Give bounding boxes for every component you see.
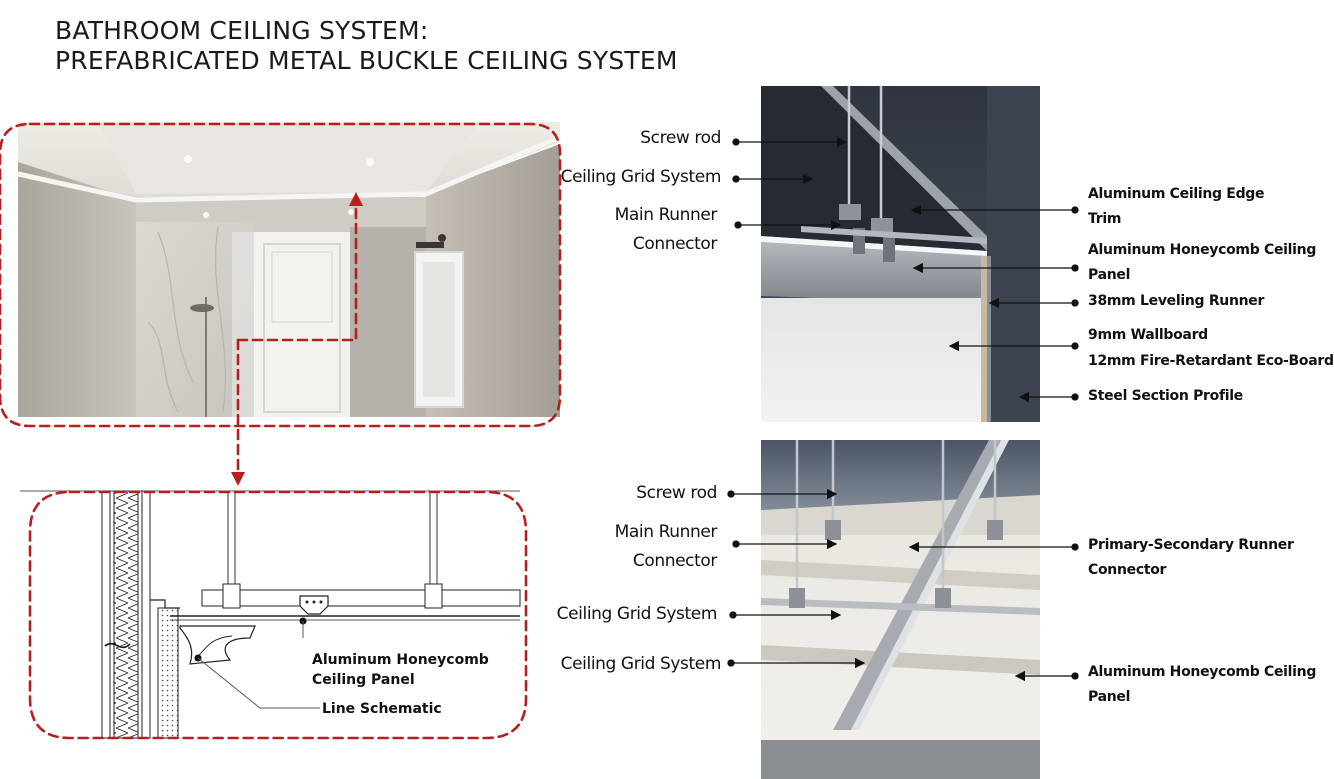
label-honeycomb-top-1: Aluminum Honeycomb Ceiling	[1088, 242, 1317, 258]
leader-lines	[727, 136, 1079, 682]
page-title-line-2: PREFABRICATED METAL BUCKLE CEILING SYSTE…	[55, 46, 678, 75]
top-detail-render	[761, 86, 1040, 422]
schematic-label-panel-1: Aluminum Honeycomb	[312, 652, 489, 668]
label-main-runner-top: Main Runner	[614, 205, 718, 225]
bottom-detail-render	[761, 440, 1040, 779]
label-connector-top: Connector	[632, 234, 717, 254]
label-honeycomb-bottom-2: Panel	[1088, 689, 1131, 705]
label-ceiling-grid-bottom-1: Ceiling Grid System	[556, 604, 718, 624]
label-edge-trim-1: Aluminum Ceiling Edge	[1088, 186, 1265, 202]
label-honeycomb-bottom-1: Aluminum Honeycomb Ceiling	[1088, 664, 1317, 680]
label-steel-profile: Steel Section Profile	[1088, 388, 1243, 404]
dashed-callout-frames	[0, 122, 562, 740]
label-eco-board: 12mm Fire-Retardant Eco-Board	[1088, 353, 1334, 369]
schematic-label-line: Line Schematic	[322, 701, 442, 717]
label-leveling-runner: 38mm Leveling Runner	[1088, 293, 1265, 309]
label-honeycomb-top-2: Panel	[1088, 267, 1131, 283]
schematic-label-panel-2: Ceiling Panel	[312, 672, 415, 688]
label-edge-trim-2: Trim	[1088, 211, 1122, 227]
label-wallboard: 9mm Wallboard	[1088, 327, 1208, 343]
label-primary-secondary-2: Connector	[1088, 562, 1167, 578]
label-ceiling-grid-bottom-2: Ceiling Grid System	[560, 654, 722, 674]
label-screw-rod-bottom: Screw rod	[636, 483, 717, 503]
label-screw-rod-top: Screw rod	[640, 128, 721, 148]
label-connector-bottom: Connector	[632, 551, 717, 571]
label-primary-secondary-1: Primary-Secondary Runner	[1088, 537, 1294, 553]
page-title-line-1: BATHROOM CEILING SYSTEM:	[55, 16, 429, 45]
label-ceiling-grid-top: Ceiling Grid System	[560, 167, 722, 187]
label-main-runner-bottom: Main Runner	[614, 522, 718, 542]
